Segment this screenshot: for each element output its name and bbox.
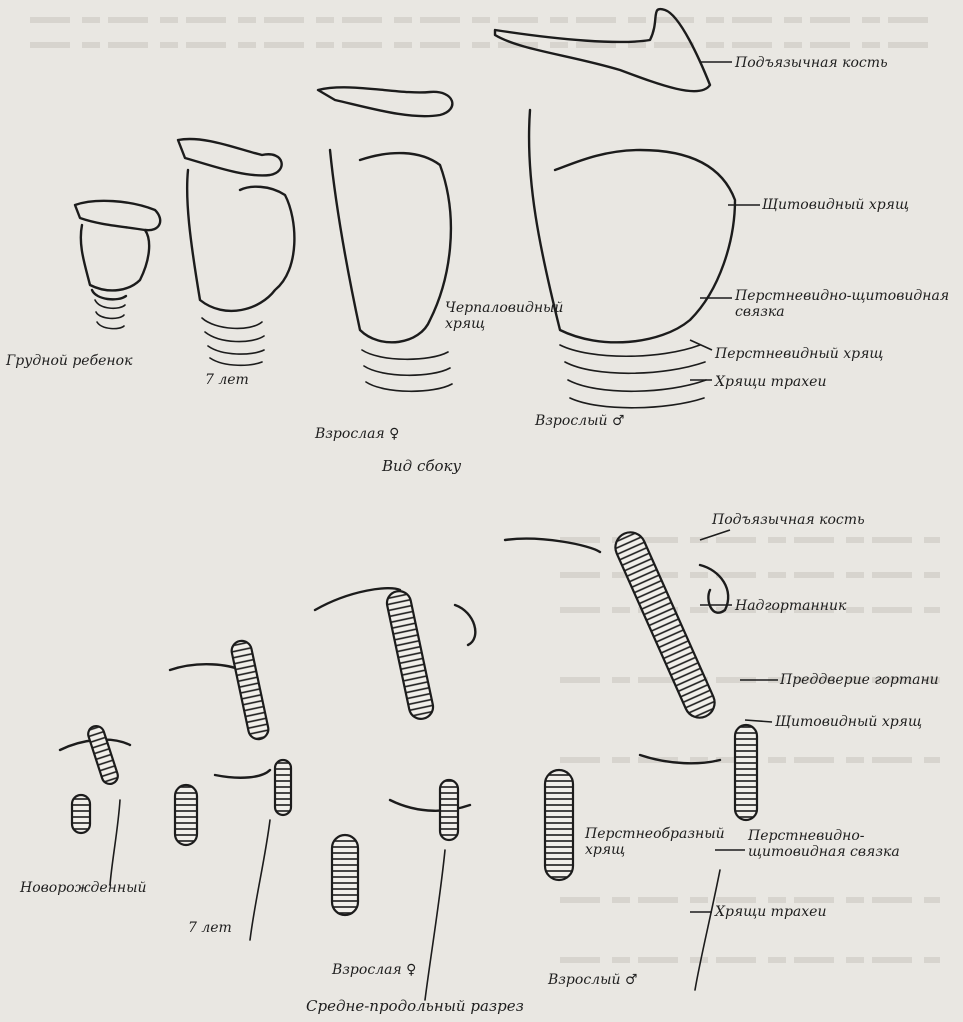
leader-thyroid-bottom [745,720,772,722]
label-cricothyroid-top: Перстневидно-щитовидная связка [735,288,949,320]
age-infant-top: Грудной ребенок [6,353,132,369]
label-tracheal-top: Хрящи трахеи [715,374,826,390]
age-adult-male-top: Взрослый ♂ [535,413,625,429]
label-hyoid-bottom: Подъязычная кость [712,512,865,528]
infant-larynx-side [75,201,160,329]
label-tracheal-bottom: Хрящи трахеи [715,904,826,920]
age-adult-female-top: Взрослая ♀ [315,426,399,442]
leader-cricoid-top [690,340,712,350]
label-cricoid-top: Перстневидный хрящ [715,346,883,362]
label-epiglottis-bottom: Надгортанник [735,598,846,614]
age-adult-male-bottom: Взрослый ♂ [548,972,638,988]
label-vestibule-bottom: Преддверие гортани [780,672,939,688]
adult-female-larynx-side [318,87,452,391]
label-cricothyroid-bottom: Перстневидно- щитовидная связка [748,828,900,860]
label-arytenoid-top: Черпаловидный хрящ [445,300,563,332]
age-adult-female-bottom: Взрослая ♀ [332,962,416,978]
label-cricoid-bottom: Перстнеобразный хрящ [585,826,725,858]
background-bleed [30,20,940,960]
newborn-larynx-section [60,724,130,885]
age-seven-bottom: 7 лет [188,920,232,936]
age-seven-top: 7 лет [205,372,249,388]
seven-year-larynx-section [170,639,291,940]
caption-side-view: Вид сбоку [382,458,461,474]
adult-female-larynx-section [315,588,475,1000]
caption-sagittal-section: Средне-продольный разрез [306,998,524,1014]
label-thyroid-top: Щитовидный хрящ [762,197,909,213]
seven-year-larynx-side [178,139,294,365]
label-thyroid-bottom: Щитовидный хрящ [775,714,922,730]
adult-male-larynx-side [495,9,735,408]
age-newborn-bottom: Новорожденный [20,880,147,896]
label-hyoid-top: Подъязычная кость [735,55,888,71]
